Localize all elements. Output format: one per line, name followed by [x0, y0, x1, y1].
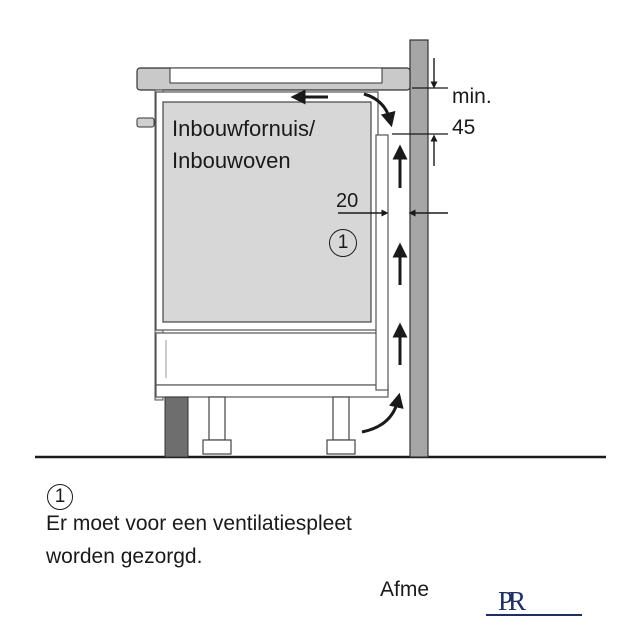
note-text-line-1: Er moet voor een ventilatiespleet [46, 512, 352, 535]
truncated-heading: Afme [380, 578, 430, 601]
oven-label-line-2: Inbouwoven [172, 148, 291, 173]
cooktop-glass [169, 67, 383, 84]
oven-label-line-1: Inbouwfornuis/ [172, 116, 316, 141]
leg-front [202, 396, 232, 455]
wall [409, 39, 429, 458]
watermark-logo: PR [498, 586, 526, 616]
curved-arrow-icon [361, 392, 404, 434]
note-text-line-2: worden gezorgd. [46, 545, 203, 568]
logo-underline [486, 614, 582, 616]
drawer [155, 332, 379, 386]
leg-back [326, 396, 356, 455]
oven-body [162, 101, 372, 323]
back-panel [375, 134, 389, 391]
min-label: min. [452, 85, 492, 108]
gap-dimension-value: 20 [336, 190, 359, 212]
note-callout-marker: 1 [47, 484, 73, 510]
callout-marker: 1 [329, 229, 357, 257]
oven-knob [136, 117, 155, 128]
min-dimension-value: 45 [452, 116, 476, 139]
curved-arrow-icon [363, 92, 396, 128]
base-shelf [155, 384, 389, 398]
plinth [164, 396, 189, 458]
